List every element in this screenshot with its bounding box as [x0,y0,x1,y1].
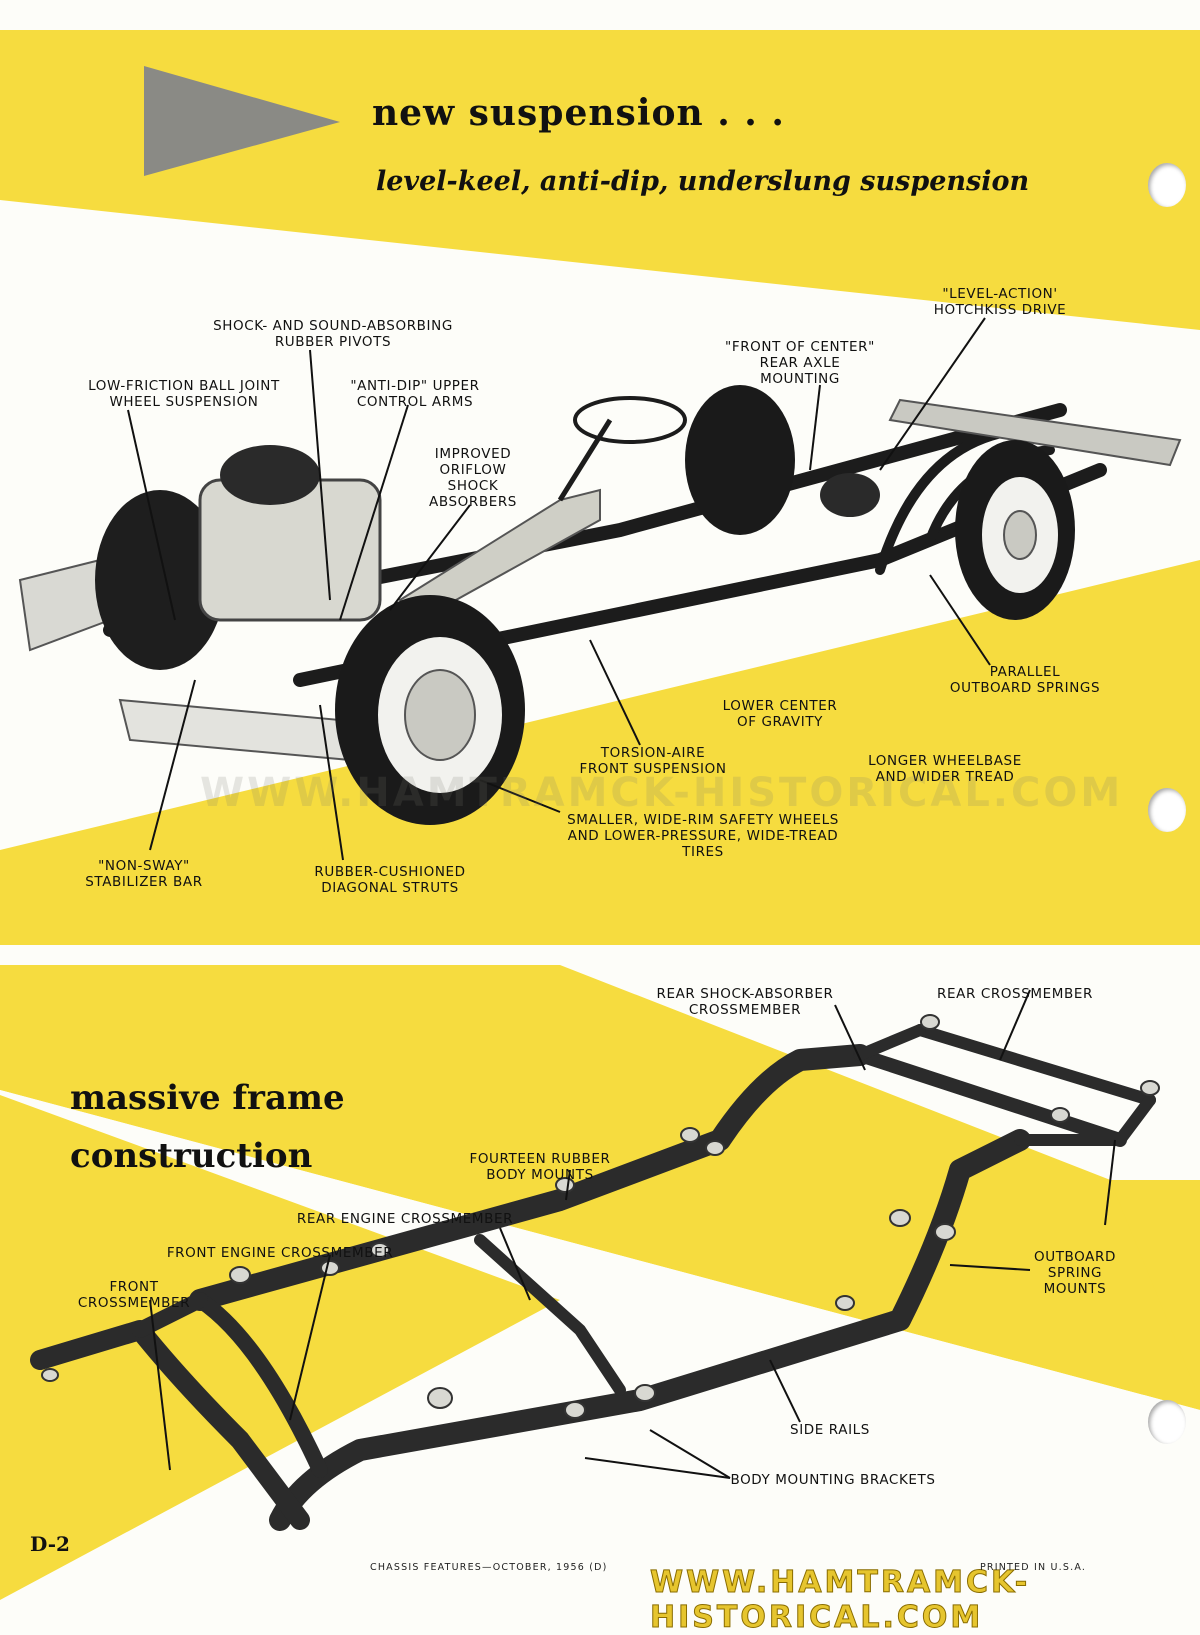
section-subtitle-suspension: level-keel, anti-dip, underslung suspens… [376,166,1030,197]
section-title-frame-line2: construction [70,1136,313,1176]
footer-chassis-note: CHASSIS FEATURES—OCTOBER, 1956 (D) [370,1562,608,1573]
callout-rear-shock-crossmember: REAR SHOCK-ABSORBER CROSSMEMBER [656,986,834,1018]
callout-leader-lines-top [127,317,991,861]
callout-hotchkiss-drive: "LEVEL-ACTION' HOTCHKISS DRIVE [933,286,1067,318]
section-title-suspension: new suspension . . . [372,92,785,134]
callout-side-rails: SIDE RAILS [790,1422,870,1438]
page-id: D-2 [30,1532,70,1556]
watermark-bottom: WWW.HAMTRAMCK-HISTORICAL.COM [650,1565,1031,1635]
callout-leader-lines-bottom [149,989,1116,1479]
callout-diagonal-struts: RUBBER-CUSHIONED DIAGONAL STRUTS [314,864,466,896]
callout-outboard-springs: PARALLEL OUTBOARD SPRINGS [949,664,1101,696]
callout-rear-engine-crossmember: REAR ENGINE CROSSMEMBER [296,1211,514,1227]
callout-anti-dip-arms: "ANTI-DIP" UPPER CONTROL ARMS [350,378,480,410]
callout-stabilizer-bar: "NON-SWAY" STABILIZER BAR [85,858,203,890]
callout-body-mounting-brackets: BODY MOUNTING BRACKETS [730,1472,936,1488]
callout-oriflow-shocks: IMPROVED ORIFLOW SHOCK ABSORBERS [429,446,517,510]
pennant-icon [144,66,340,176]
callout-spring-mounts: OUTBOARD SPRING MOUNTS [1034,1249,1116,1297]
chassis-photo [18,385,1182,825]
callout-ball-joint: LOW-FRICTION BALL JOINT WHEEL SUSPENSION [88,378,280,410]
callout-body-mounts: FOURTEEN RUBBER BODY MOUNTS [469,1151,611,1183]
callout-torsion-aire: TORSION-AIRE FRONT SUSPENSION [579,745,727,777]
footer-printed: PRINTED IN U.S.A. [980,1562,1087,1573]
callout-front-engine-crossmember: FRONT ENGINE CROSSMEMBER [166,1245,394,1261]
watermark-center: WWW.HAMTRAMCK-HISTORICAL.COM [200,770,1124,816]
frame-photo [30,1014,1160,1531]
callout-front-of-center: "FRONT OF CENTER" REAR AXLE MOUNTING [725,339,875,387]
binder-hole-top [1148,163,1186,207]
callout-rear-crossmember: REAR CROSSMEMBER [937,986,1093,1002]
binder-hole-middle [1148,788,1186,832]
callout-center-of-gravity: LOWER CENTER OF GRAVITY [722,698,838,730]
binder-hole-bottom [1148,1400,1186,1444]
section-title-frame-line1: massive frame [70,1078,345,1118]
callout-rubber-pivots: SHOCK- AND SOUND-ABSORBING RUBBER PIVOTS [213,318,453,350]
callout-front-crossmember: FRONT CROSSMEMBER [77,1279,191,1311]
callout-safety-wheels: SMALLER, WIDE-RIM SAFETY WHEELS AND LOWE… [567,812,839,860]
callout-wheelbase: LONGER WHEELBASE AND WIDER TREAD [868,753,1022,785]
background-bands [0,30,1200,1600]
